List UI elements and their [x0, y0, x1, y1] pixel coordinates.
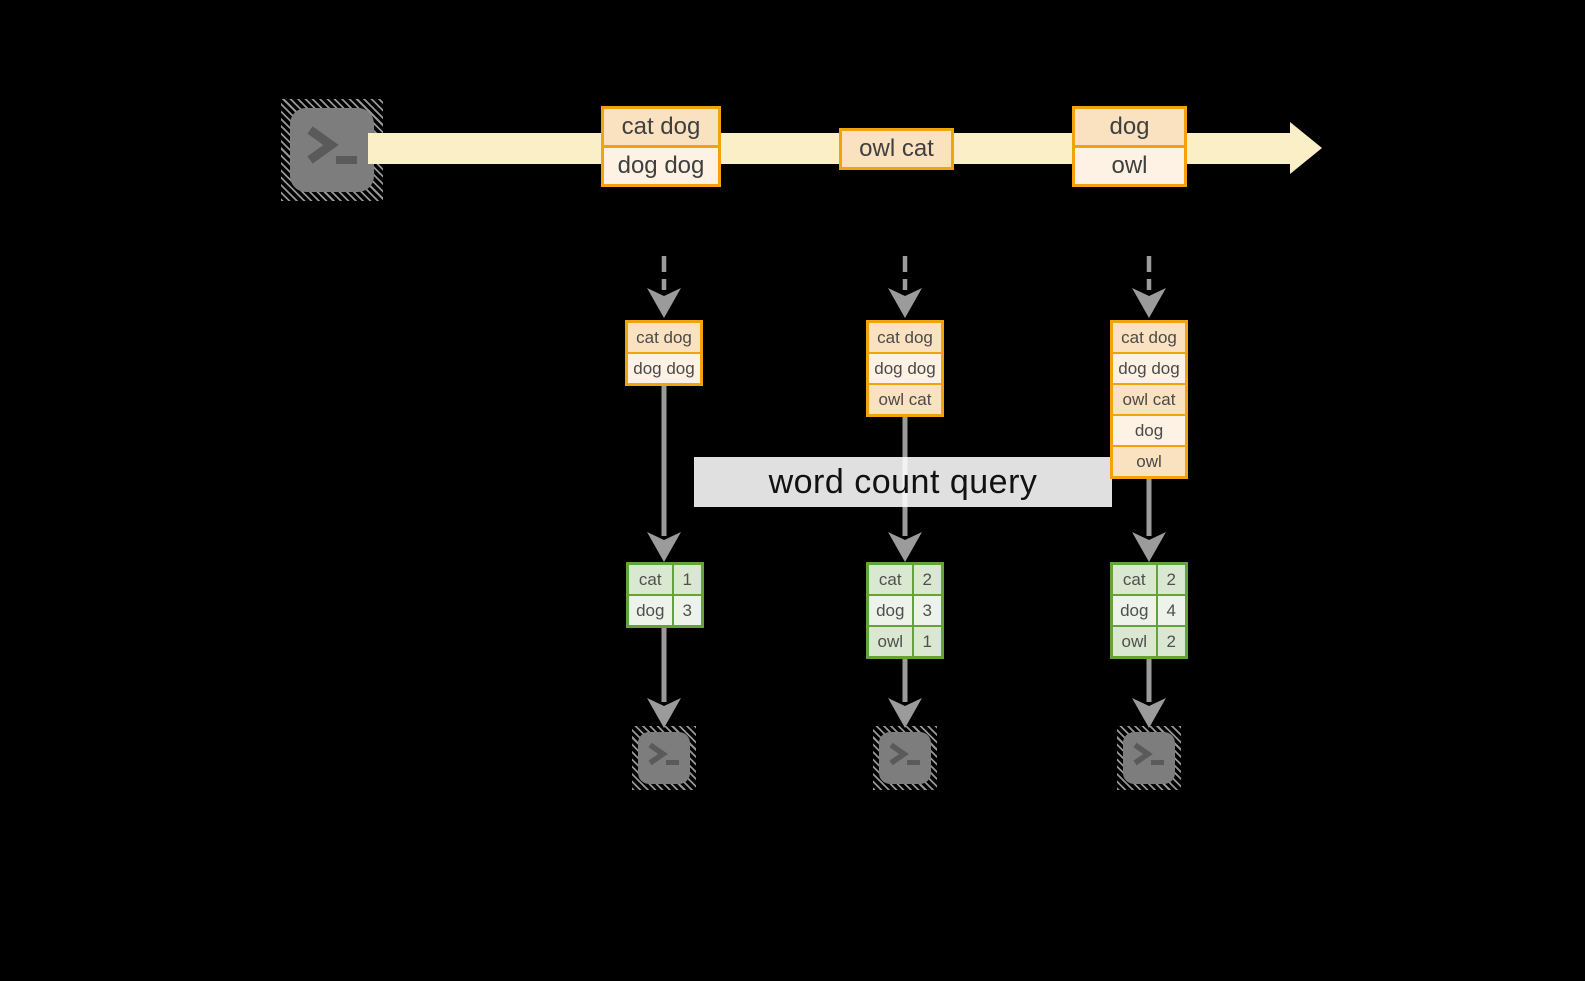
count-cell: 1 [913, 627, 941, 656]
stream-record: owl cat [1113, 385, 1185, 414]
sink-terminal-icon-1 [632, 726, 696, 790]
result-row: dog 3 [869, 596, 941, 625]
terminal-body [1123, 732, 1175, 784]
terminal-prompt-icon [1133, 742, 1164, 766]
stream-record: cat dog [869, 323, 941, 352]
stream-record: dog dog [869, 354, 941, 383]
count-cell: 2 [913, 565, 941, 594]
terminal-prompt-icon [307, 126, 357, 164]
word-cell: owl [1113, 627, 1156, 656]
query-arrow-1 [647, 386, 681, 562]
word-cell: dog [869, 596, 912, 625]
count-cell: 3 [673, 596, 701, 625]
count-cell: 1 [673, 565, 701, 594]
event-record: cat dog [604, 109, 718, 145]
word-cell: cat [1113, 565, 1156, 594]
ingest-arrow-3 [1132, 256, 1166, 318]
result-table-2: cat 2 dog 3 owl 1 [866, 562, 944, 659]
timeline-event-box-1: cat dog dog dog [601, 106, 721, 187]
ingest-arrow-1 [647, 256, 681, 318]
query-label: word count query [694, 457, 1112, 507]
stream-record: cat dog [628, 323, 700, 352]
terminal-body [290, 108, 374, 192]
sink-terminal-icon-3 [1117, 726, 1181, 790]
stream-record: dog dog [628, 354, 700, 383]
sink-arrow-2 [888, 659, 922, 728]
result-row: cat 2 [1113, 565, 1185, 594]
result-row: dog 4 [1113, 596, 1185, 625]
result-table-3: cat 2 dog 4 owl 2 [1110, 562, 1188, 659]
count-cell: 2 [1157, 627, 1185, 656]
word-cell: cat [629, 565, 672, 594]
event-record: dog dog [604, 148, 718, 184]
word-cell: dog [629, 596, 672, 625]
terminal-body [879, 732, 931, 784]
terminal-prompt-icon [889, 742, 920, 766]
stream-record: dog [1113, 416, 1185, 445]
terminal-prompt-icon [648, 742, 679, 766]
stream-record-stack-2: cat dog dog dog owl cat [866, 320, 944, 417]
sink-arrow-3 [1132, 659, 1166, 728]
event-record: dog [1075, 109, 1184, 145]
source-terminal-icon [281, 99, 383, 201]
count-cell: 4 [1157, 596, 1185, 625]
sink-arrow-1 [647, 628, 681, 728]
ingest-arrow-2 [888, 256, 922, 318]
count-cell: 3 [913, 596, 941, 625]
event-record: owl cat [842, 131, 951, 167]
stream-record: owl cat [869, 385, 941, 414]
stream-record: dog dog [1113, 354, 1185, 383]
result-row: owl 2 [1113, 627, 1185, 656]
result-row: cat 1 [629, 565, 701, 594]
result-row: dog 3 [629, 596, 701, 625]
stream-record: cat dog [1113, 323, 1185, 352]
query-arrow-3 [1132, 479, 1166, 562]
sink-terminal-icon-2 [873, 726, 937, 790]
word-cell: dog [1113, 596, 1156, 625]
timeline-event-box-2: owl cat [839, 128, 954, 170]
event-record: owl [1075, 148, 1184, 184]
count-cell: 2 [1157, 565, 1185, 594]
stream-record: owl [1113, 447, 1185, 476]
word-cell: cat [869, 565, 912, 594]
result-row: cat 2 [869, 565, 941, 594]
stream-record-stack-1: cat dog dog dog [625, 320, 703, 386]
terminal-body [638, 732, 690, 784]
stream-record-stack-3: cat dog dog dog owl cat dog owl [1110, 320, 1188, 479]
result-table-1: cat 1 dog 3 [626, 562, 704, 628]
word-cell: owl [869, 627, 912, 656]
result-row: owl 1 [869, 627, 941, 656]
stream-arrowhead-icon [1290, 122, 1322, 174]
timeline-event-box-3: dog owl [1072, 106, 1187, 187]
